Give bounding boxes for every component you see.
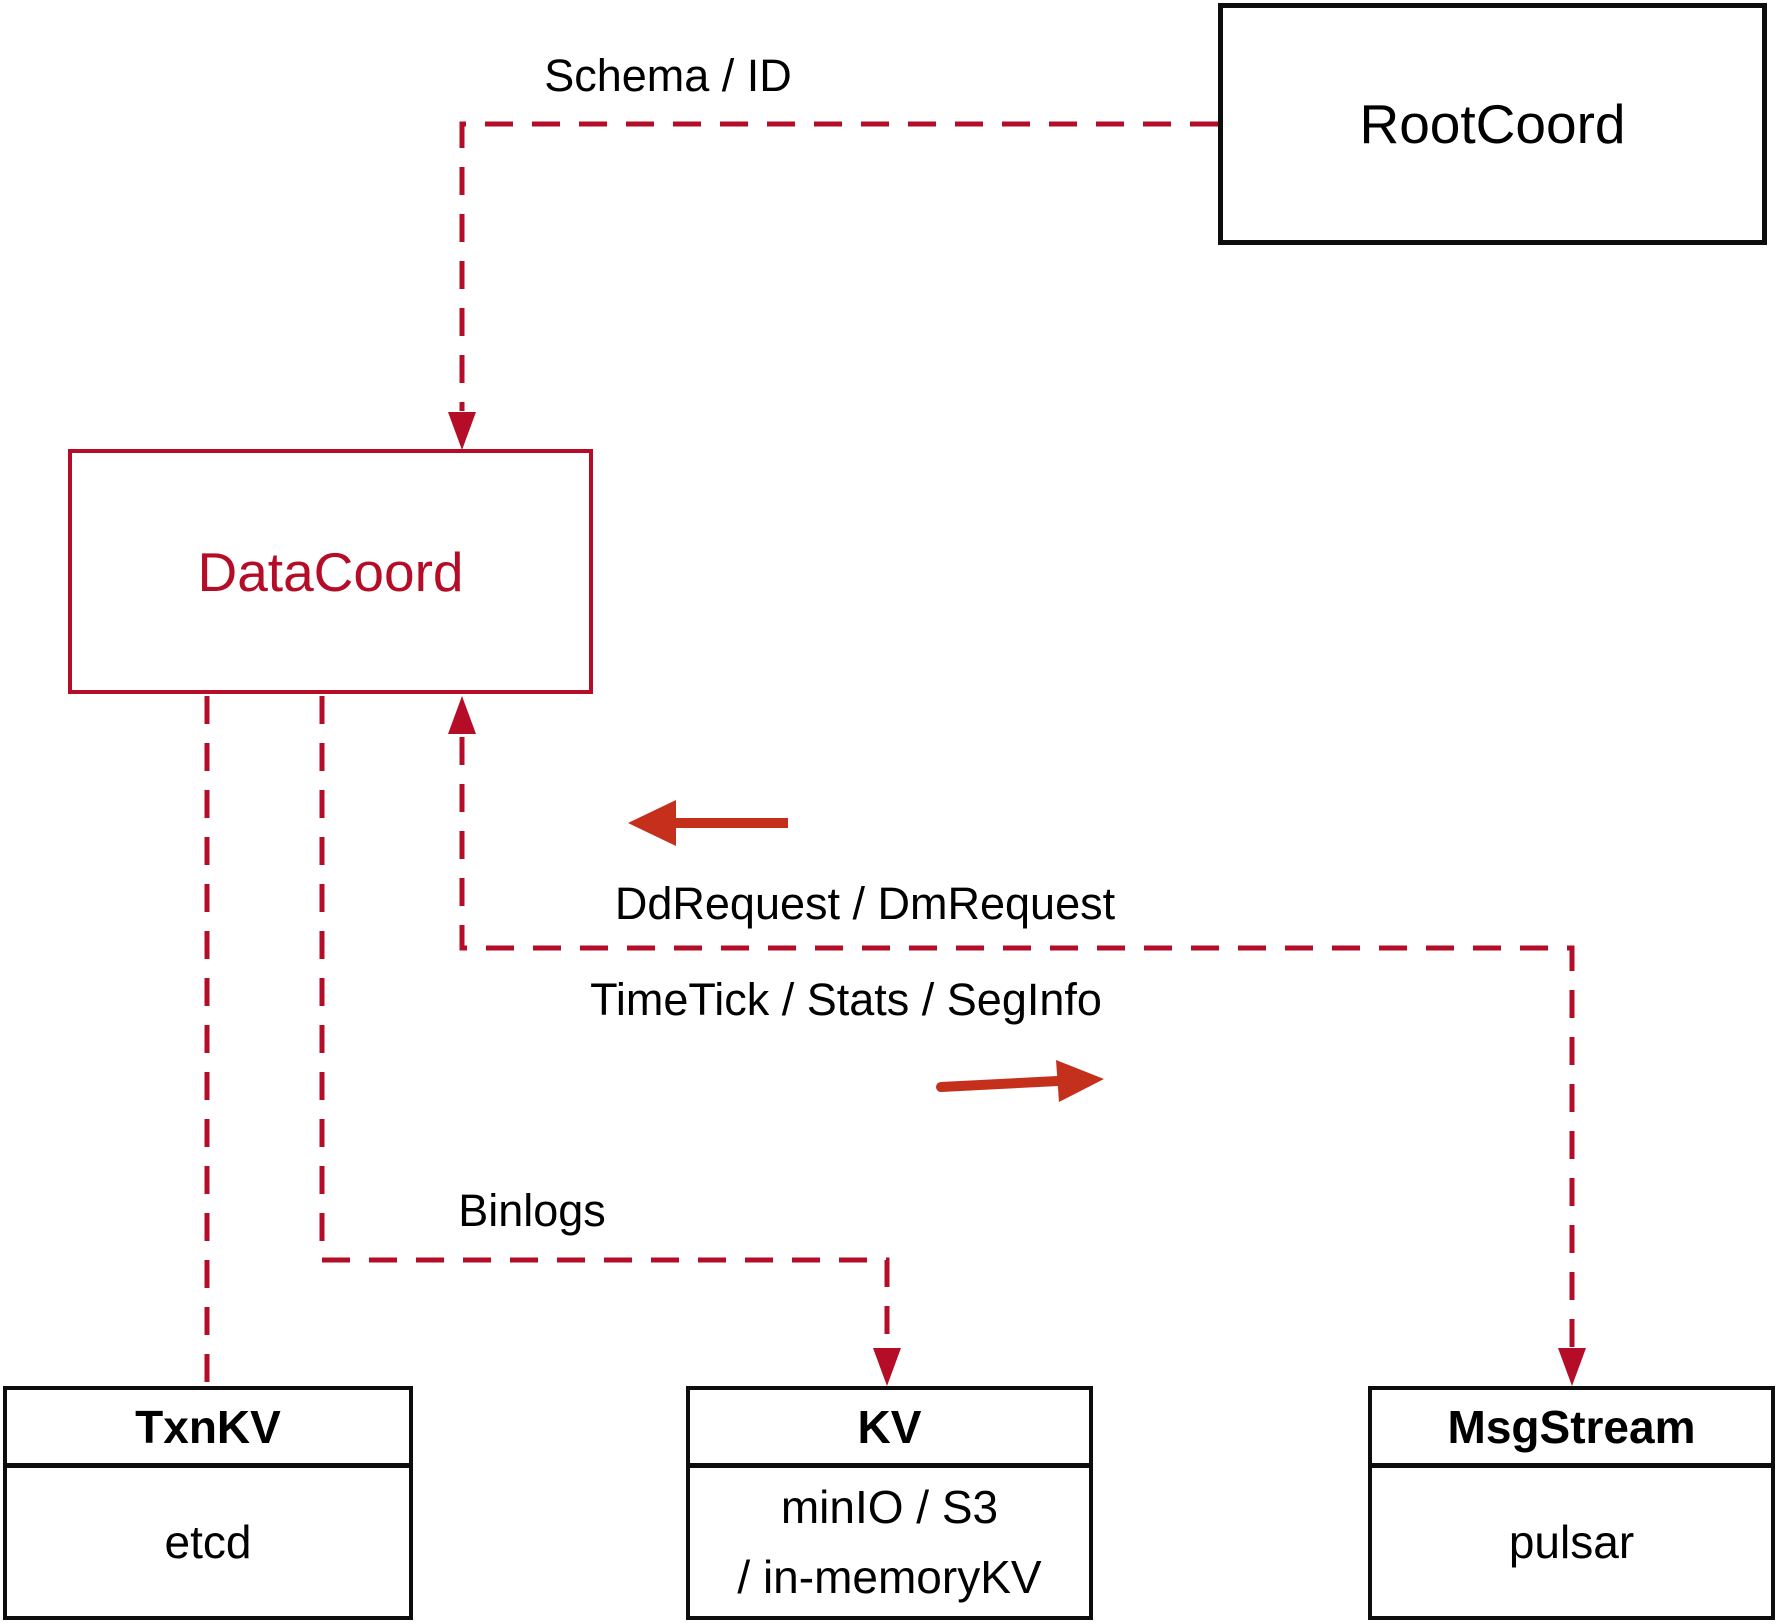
arrowhead-into-kv — [873, 1348, 901, 1386]
node-datacoord: DataCoord — [68, 449, 593, 694]
datacoord-label: DataCoord — [197, 540, 464, 603]
right-flow-arrow — [936, 1060, 1104, 1102]
left-flow-arrow — [628, 800, 788, 846]
edge-datacoord-to-msgstream — [459, 737, 1575, 1348]
rootcoord-label: RootCoord — [1359, 93, 1626, 155]
binlogs-edge-label: Binlogs — [458, 1185, 606, 1236]
node-txnkv: TxnKV etcd — [3, 1386, 413, 1620]
kv-body-line-2: / in-memoryKV — [737, 1551, 1042, 1603]
txnkv-title: TxnKV — [7, 1390, 409, 1468]
node-kv: KV minIO / S3 / in-memoryKV — [686, 1386, 1093, 1620]
edge-rootcoord-to-datacoord — [459, 121, 1218, 411]
node-msgstream: MsgStream pulsar — [1368, 1386, 1775, 1620]
node-rootcoord: RootCoord — [1218, 3, 1767, 245]
kv-body-line-1: minIO / S3 — [780, 1481, 999, 1533]
edge-datacoord-to-kv — [319, 696, 890, 1348]
kv-title: KV — [690, 1390, 1089, 1468]
arrowhead-into-datacoord-bottom — [448, 696, 476, 734]
arrowhead-into-datacoord-top — [448, 412, 476, 450]
ddrequest-dmrequest-edge-label: DdRequest / DmRequest — [614, 878, 1116, 929]
txnkv-body: etcd — [164, 1516, 252, 1568]
msgstream-body: pulsar — [1508, 1516, 1635, 1568]
kv-body: minIO / S3 / in-memoryKV — [690, 1468, 1089, 1616]
timetick-stats-seginfo-edge-label: TimeTick / Stats / SegInfo — [590, 974, 1102, 1025]
schema-id-edge-label: Schema / ID — [544, 50, 792, 101]
arrowhead-into-msgstream — [1558, 1348, 1586, 1386]
msgstream-title: MsgStream — [1372, 1390, 1771, 1468]
